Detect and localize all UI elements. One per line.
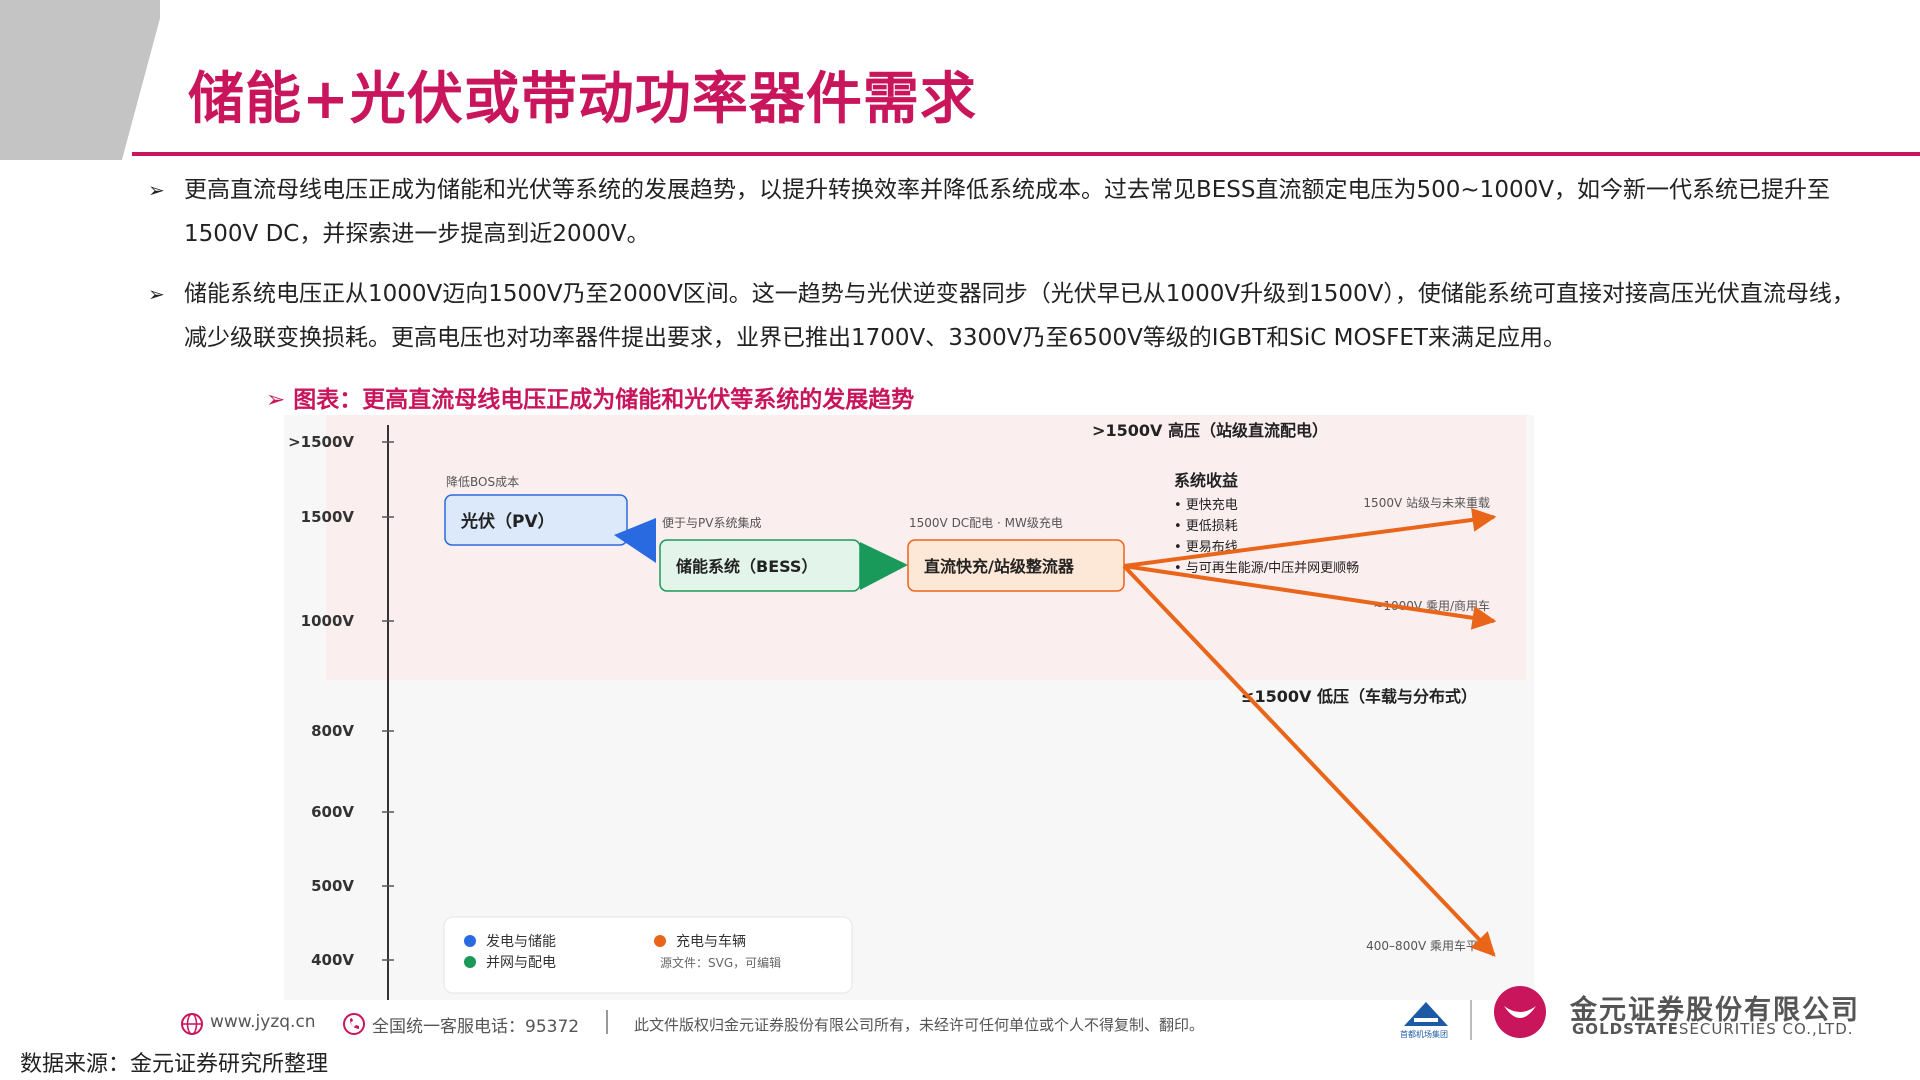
company-logo-en: GOLDSTATESECURITIES CO.,LTD. [1572, 1020, 1854, 1038]
bess-node-label: 储能系统（BESS） [675, 557, 817, 576]
legend-item: 并网与配电 [486, 955, 556, 971]
target-label: 1500V 站级与未来重载 [1363, 496, 1490, 510]
benefits-title: 系统收益 [1174, 471, 1238, 490]
pv-note: 降低BOS成本 [446, 475, 519, 489]
pv-node [444, 494, 628, 546]
y-tick-label: 500V [311, 877, 354, 895]
legend-swatch-blue [464, 935, 476, 947]
footer-bar: www.jyzq.cn 全国统一客服电话：95372 此文件版权归金元证券股份有… [0, 986, 1920, 1044]
bullet-text: 储能系统电压正从1000V迈向1500V乃至2000V区间。这一趋势与光伏逆变器… [184, 281, 1855, 351]
footer-copyright: 此文件版权归金元证券股份有限公司所有，未经许可任何单位或个人不得复制、翻印。 [634, 1016, 1205, 1034]
legend-item: 充电与车辆 [676, 933, 746, 950]
legend-swatch-green [464, 956, 476, 968]
bess-note: 便于与PV系统集成 [662, 515, 761, 530]
pv-node-label: 光伏（PV） [460, 511, 555, 532]
arrow-to-station [1123, 507, 1497, 568]
footer-website: www.jyzq.cn [210, 1012, 316, 1032]
globe-icon [181, 1013, 203, 1035]
legend-note: 源文件：SVG，可编辑 [660, 955, 781, 970]
logo-en-rest: SECURITIES CO.,LTD. [1678, 1020, 1854, 1038]
data-source: 数据来源：金元证券研究所整理 [20, 1052, 329, 1077]
figure-title: ➢ 图表：更高直流母线电压正成为储能和光伏等系统的发展趋势 [266, 387, 915, 413]
y-tick-label: 1500V [301, 508, 355, 526]
legend-box [443, 916, 853, 994]
benefit-item: • 更快充电 [1174, 497, 1238, 513]
charger-note: 1500V DC配电 · MW级充电 [909, 515, 1063, 530]
phone-icon [343, 1013, 365, 1035]
bullet-point-2: ➢ 储能系统电压正从1000V迈向1500V乃至2000V区间。这一趋势与光伏逆… [148, 272, 1868, 360]
bullet-marker: ➢ [148, 178, 165, 202]
goldstate-emblem-icon [1494, 986, 1546, 1038]
bullet-text: 更高直流母线电压正成为储能和光伏等系统的发展趋势，以提升转换效率并降低系统成本。… [184, 177, 1830, 247]
y-tick-label: 600V [311, 803, 354, 821]
y-tick-label: >1500V [288, 433, 354, 451]
logo-en-bold: GOLDSTATE [1572, 1020, 1679, 1038]
benefit-item: • 更低损耗 [1174, 519, 1238, 534]
voltage-trend-figure: >1500V 1500V 1000V 800V 600V 500V 400V >… [284, 415, 1534, 1000]
airport-group-label: 首都机场集团 [1400, 1030, 1448, 1039]
footer-divider [1470, 1000, 1472, 1040]
pv-connector-arrow [614, 518, 656, 563]
arrow-to-800v [1122, 564, 1496, 957]
bess-connector-arrow [860, 542, 908, 590]
legend-item: 发电与储能 [486, 934, 556, 950]
bullet-marker: ➢ [148, 282, 165, 306]
footer-divider [606, 1010, 608, 1034]
y-tick-label: 800V [311, 722, 354, 740]
footer-hotline: 全国统一客服电话：95372 [372, 1017, 580, 1037]
zone-high-label: >1500V 高压（站级直流配电） [1092, 421, 1328, 440]
company-logo-cn: 金元证券股份有限公司 [1570, 995, 1860, 1026]
corner-decoration [0, 0, 160, 160]
y-tick-label: 1000V [301, 612, 355, 630]
y-tick-label: 400V [311, 951, 354, 969]
charger-node-label: 直流快充/站级整流器 [924, 557, 1075, 576]
page-title: 储能+光伏或带动功率器件需求 [188, 67, 977, 132]
bullet-point-1: ➢ 更高直流母线电压正成为储能和光伏等系统的发展趋势，以提升转换效率并降低系统成… [148, 168, 1868, 256]
zone-low-label: ≤1500V 低压（车载与分布式） [1241, 687, 1477, 706]
benefit-item: • 与可再生能源/中压并网更顺畅 [1174, 561, 1359, 576]
legend-swatch-orange [654, 935, 666, 947]
target-label: 400–800V 乘用车平台 [1366, 938, 1490, 953]
arrow-to-1000v [1123, 564, 1497, 630]
voltage-trend-diagram: >1500V 1500V 1000V 800V 600V 500V 400V >… [288, 415, 1526, 1000]
airport-group-logo [1404, 1002, 1448, 1026]
title-divider [132, 152, 1920, 156]
